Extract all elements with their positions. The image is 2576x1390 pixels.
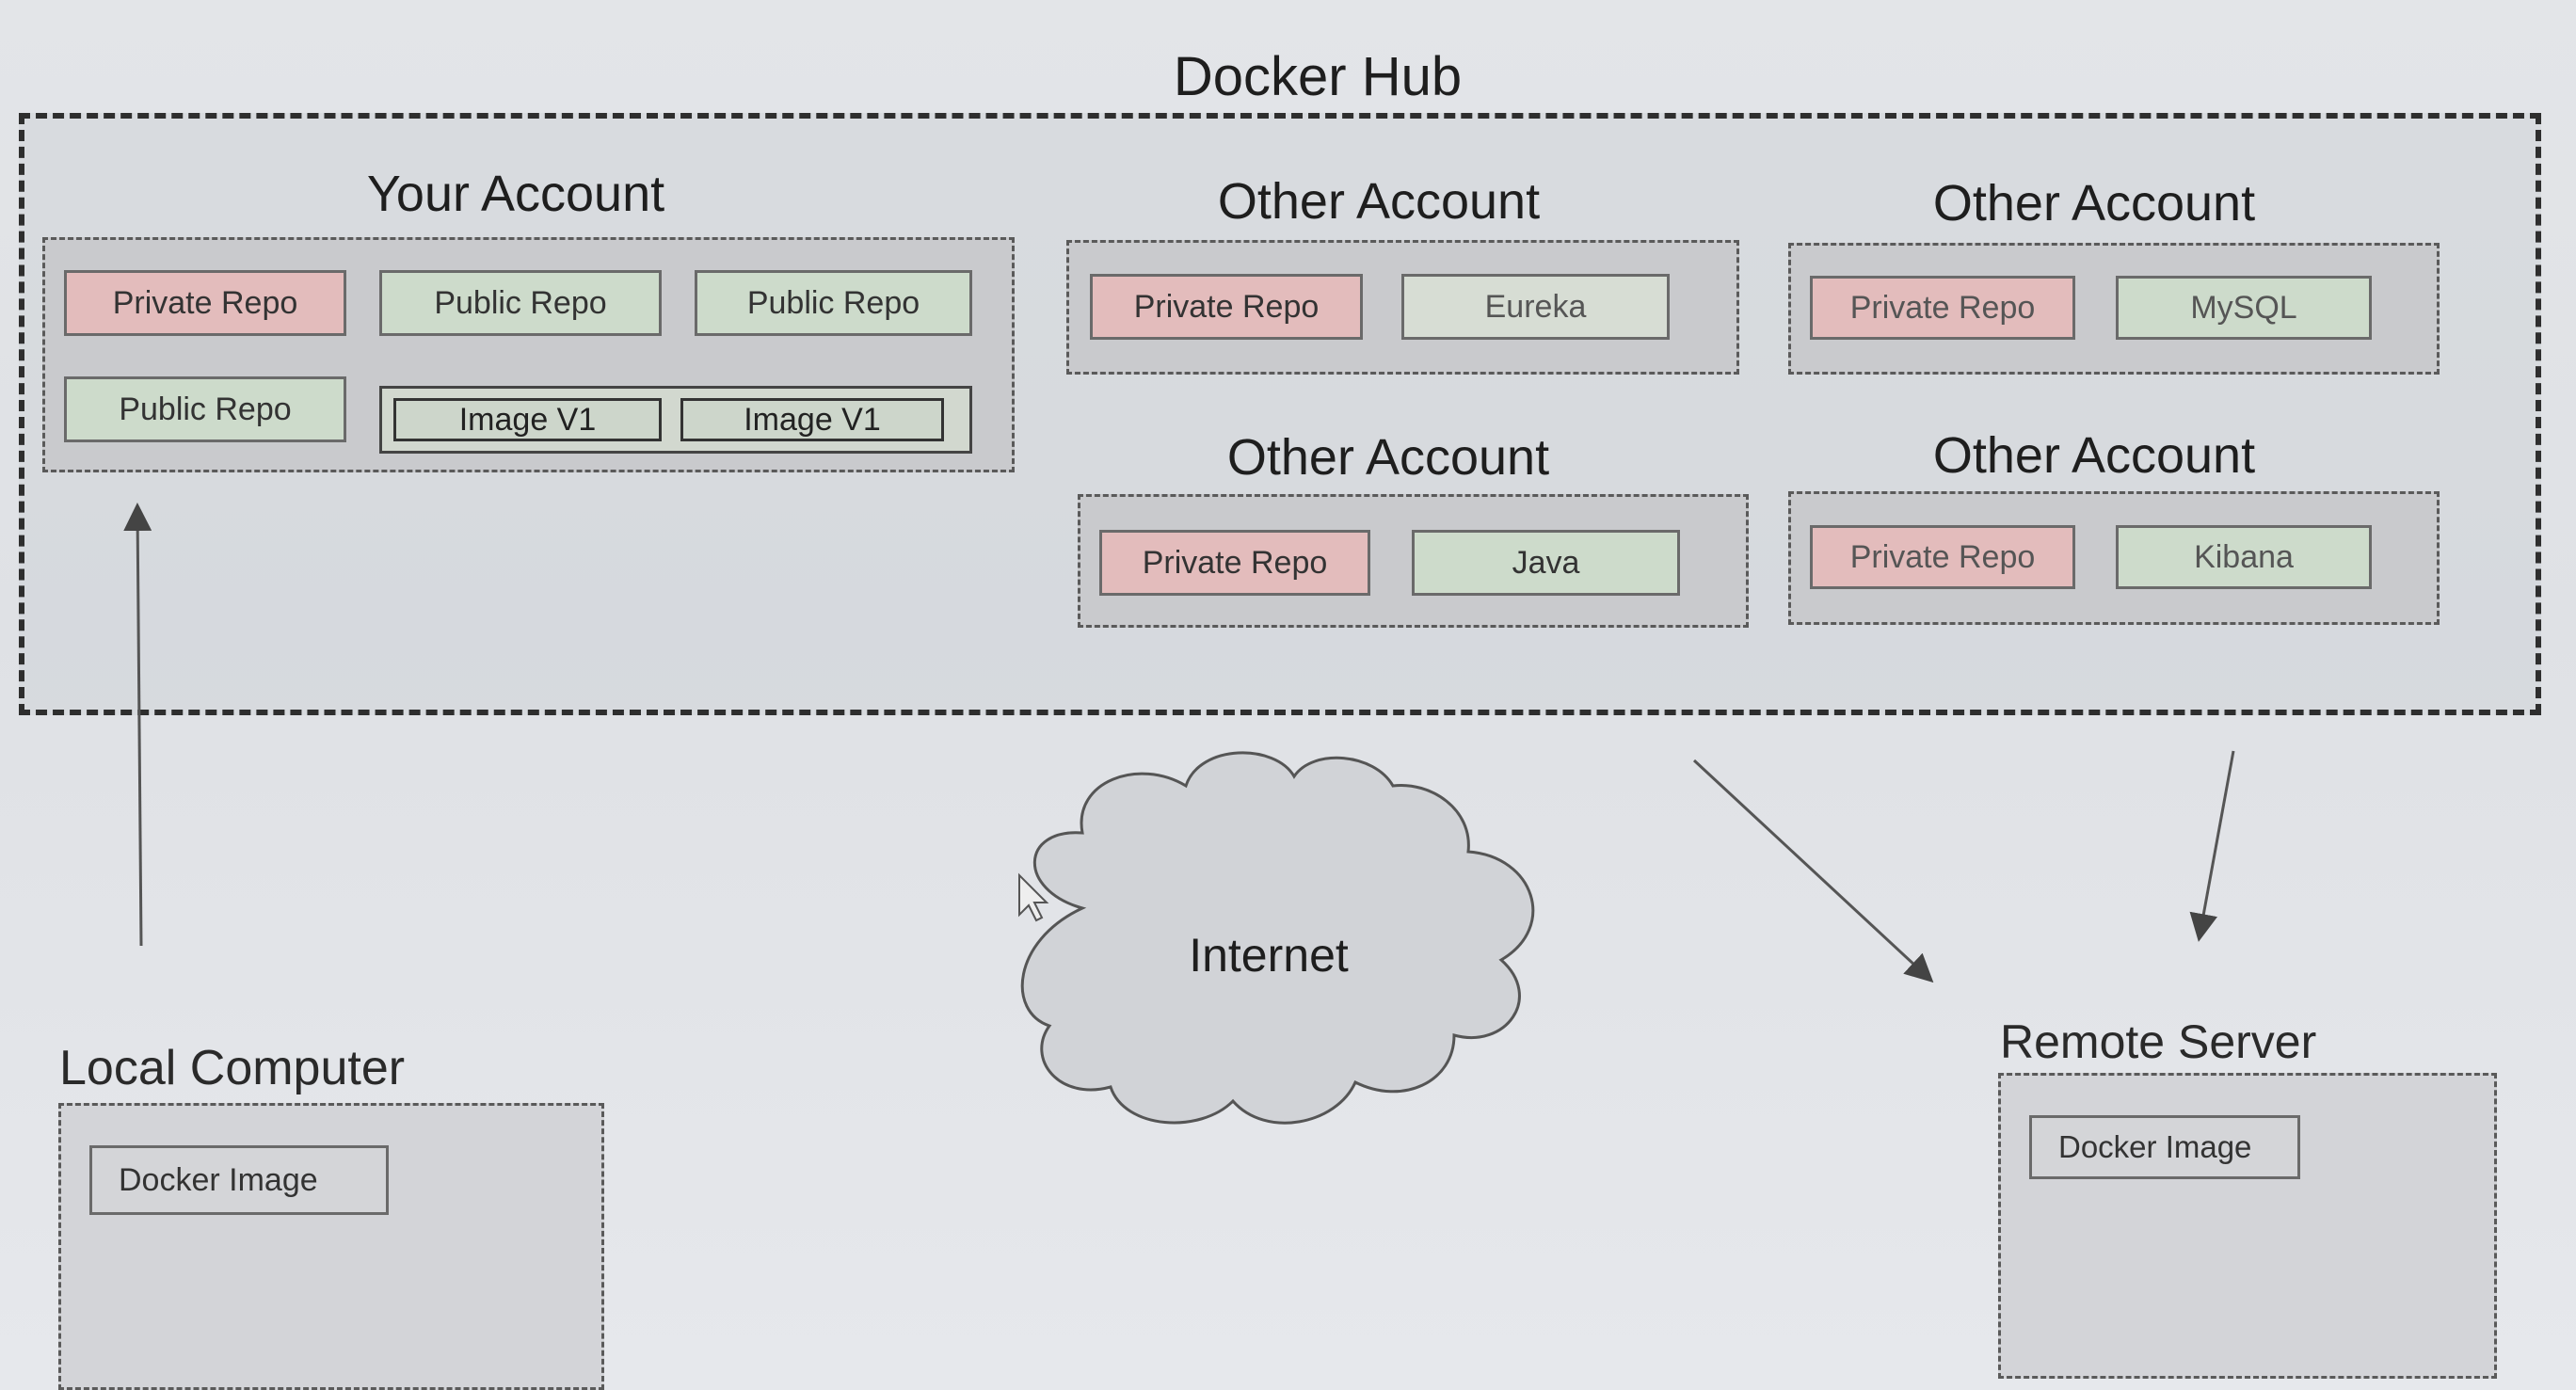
local-computer-title: Local Computer — [59, 1041, 406, 1095]
local-docker-image: Docker Image — [89, 1145, 389, 1215]
kibana-repo: Kibana — [2116, 525, 2372, 589]
your-account-group: Private Repo Public Repo Public Repo Pub… — [42, 237, 1015, 472]
other-account-3-title: Other Account — [1226, 429, 1550, 486]
other-account-1-group: Private Repo Eureka — [1066, 240, 1739, 375]
remote-docker-image: Docker Image — [2029, 1115, 2300, 1179]
mysql-repo: MySQL — [2116, 276, 2372, 340]
other-3-private-repo: Private Repo — [1099, 530, 1370, 596]
other-account-2-title: Other Account — [1932, 175, 2256, 232]
your-public-repo-2: Public Repo — [695, 270, 972, 336]
internet-cloud-icon — [1020, 751, 1535, 1125]
remote-server-group: Docker Image — [1998, 1073, 2497, 1379]
pull-arrow-diagonal — [1692, 759, 1934, 983]
your-account-title: Your Account — [366, 166, 665, 222]
other-1-private-repo: Private Repo — [1090, 274, 1363, 340]
other-4-private-repo: Private Repo — [1810, 525, 2075, 589]
other-account-1-title: Other Account — [1217, 173, 1541, 230]
other-account-2-group: Private Repo MySQL — [1788, 243, 2440, 375]
other-2-private-repo: Private Repo — [1810, 276, 2075, 340]
remote-server-title: Remote Server — [2000, 1015, 2317, 1068]
docker-hub-title: Docker Hub — [1173, 46, 1463, 107]
image-v1-2: Image V1 — [680, 398, 944, 441]
local-computer-group: Docker Image — [58, 1103, 604, 1390]
upload-arrow — [123, 503, 152, 947]
other-account-4-title: Other Account — [1932, 427, 2256, 484]
pull-arrow-vertical — [2189, 750, 2235, 942]
your-public-repo-1: Public Repo — [379, 270, 662, 336]
your-private-repo: Private Repo — [64, 270, 346, 336]
other-account-3-group: Private Repo Java — [1078, 494, 1749, 628]
image-v1-1: Image V1 — [393, 398, 662, 441]
eureka-repo: Eureka — [1401, 274, 1670, 340]
internet-label: Internet — [1189, 929, 1349, 982]
mouse-cursor-icon — [1018, 872, 1049, 922]
your-public-repo-3: Public Repo — [64, 376, 346, 442]
java-repo: Java — [1412, 530, 1680, 596]
other-account-4-group: Private Repo Kibana — [1788, 491, 2440, 625]
image-strip: Image V1 Image V1 — [379, 386, 972, 454]
